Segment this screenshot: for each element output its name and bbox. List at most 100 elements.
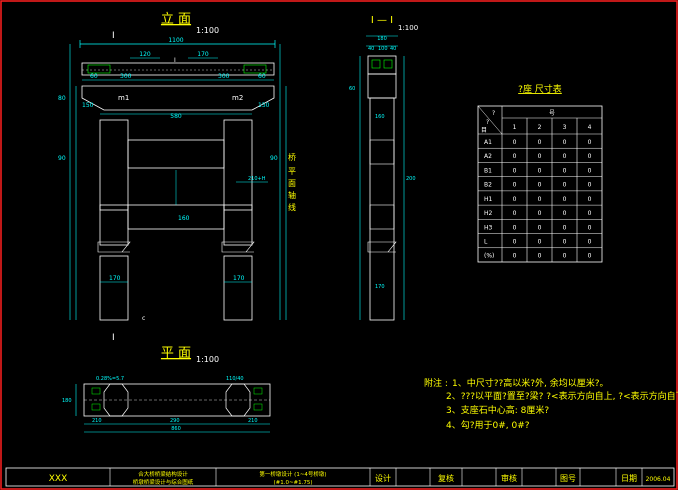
dim-plan-h: 180 — [62, 398, 72, 404]
dim-plan-left: 210 — [92, 418, 102, 424]
table-col-header-2: 2 — [538, 124, 542, 131]
table-cell: 0 — [588, 239, 592, 246]
label-c: c — [142, 315, 145, 322]
table-cell: 0 — [538, 239, 542, 246]
tb-drawing-2: (#1.0~#1.75) — [273, 480, 312, 486]
table-cell: 0 — [538, 253, 542, 260]
table-cell: 0 — [563, 196, 567, 203]
dim-edge-l: 60 — [90, 73, 98, 80]
table-cell: 0 — [588, 196, 592, 203]
dim-sec-h3: 170 — [375, 284, 385, 290]
table-cell: 0 — [588, 153, 592, 160]
tb-date-value: 2006.04 — [646, 476, 671, 483]
dim-sec-h4: 200 — [406, 176, 416, 182]
plan-note-a: 0.28%=5.7 — [96, 376, 124, 382]
dim-height-left: 90 — [58, 155, 66, 162]
tb-project-2: 桥墩桥梁设计与综合图纸 — [133, 478, 194, 486]
note-line-4: 4、勾?用于0#, 0#? — [446, 419, 530, 431]
table-cell: 0 — [513, 167, 517, 174]
table-cell: 0 — [513, 210, 517, 217]
table-row-label: L — [484, 239, 488, 246]
axis-char-e: 线 — [288, 202, 296, 212]
dim-top-right: 300 — [218, 73, 230, 80]
elevation-view: 立 面 1:100 I 1100 120 170 I 60 300 300 60… — [58, 12, 296, 343]
table-cell: 0 — [513, 182, 517, 189]
table-cell: 0 — [513, 253, 517, 260]
section-scale: 1:100 — [398, 24, 418, 32]
table-cell: 0 — [588, 182, 592, 189]
dim-sec-top: 180 — [377, 36, 387, 42]
dim-sec-b: 100 — [378, 46, 388, 52]
plan-title: 平 面 — [161, 346, 191, 361]
table-col-header-3: 3 — [563, 124, 567, 131]
dim-plan-total: 860 — [171, 426, 181, 432]
dim-sec-a: 40 — [368, 46, 374, 52]
table-cell: 0 — [538, 167, 542, 174]
table-cell: 0 — [513, 153, 517, 160]
table-col-header-1: 1 — [513, 124, 517, 131]
dim-edge-r: 60 — [258, 73, 266, 80]
section-mark-bottom: I — [112, 333, 115, 343]
plan-view: 平 面 1:100 0.28%=5.7 110/40 210 290 210 8… — [62, 346, 271, 433]
tb-drawing-1: 第一桥墩设计 (1~4号桥墩) — [259, 470, 326, 478]
table-cell: 0 — [563, 167, 567, 174]
plan-scale: 1:100 — [196, 355, 219, 364]
table-cell: 0 — [563, 239, 567, 246]
table-row-label: A1 — [484, 139, 492, 146]
section-mark-top: I — [112, 31, 115, 41]
tb-company: XXX — [49, 474, 68, 484]
table-row-label: H1 — [484, 196, 493, 203]
table-row-label: B1 — [484, 167, 492, 174]
table-corner-bottom: 目 — [481, 127, 487, 134]
table-cell: 0 — [563, 224, 567, 231]
title-block: XXX 合大桥桥梁结构设计 桥墩桥梁设计与综合图纸 第一桥墩设计 (1~4号桥墩… — [5, 467, 675, 487]
elevation-title: 立 面 — [161, 12, 191, 27]
dim-top-mid-a: 120 — [139, 51, 151, 58]
table-cell: 0 — [563, 253, 567, 260]
table-cell: 0 — [588, 253, 592, 260]
dim-top-mid-b: 170 — [197, 51, 209, 58]
table-cell: 0 — [538, 224, 542, 231]
notes-prefix: 附注 : — [424, 377, 448, 389]
note-line-1: 1、中尺寸??高以米?外, 余均以厘米?。 — [452, 377, 609, 389]
tb-project-1: 合大桥桥梁结构设计 — [138, 470, 188, 478]
table-cell: 0 — [588, 224, 592, 231]
dim-pier-w-l: 170 — [109, 275, 121, 282]
table-cell: 0 — [513, 239, 517, 246]
table-cell: 0 — [538, 182, 542, 189]
dim-pier-mid: 160 — [178, 215, 190, 222]
dim-plan-right: 210 — [248, 418, 258, 424]
table-title: ?座 尺寸表 — [518, 83, 562, 95]
label-m2: m2 — [232, 94, 243, 102]
table-cell: 0 — [513, 139, 517, 146]
tb-design: 设计 — [375, 473, 391, 483]
dim-top-left: 300 — [120, 73, 132, 80]
dim-plan-mid: 290 — [170, 418, 180, 424]
label-leveled: 210+H — [248, 176, 266, 182]
axis-char-c: 面 — [288, 179, 296, 188]
table-cell: 0 — [538, 210, 542, 217]
table-cell: 0 — [563, 182, 567, 189]
table-cell: 0 — [563, 139, 567, 146]
table-corner-top: ? — [492, 110, 495, 117]
table-cell: 0 — [513, 224, 517, 231]
dim-height-right: 90 — [270, 155, 278, 162]
table-group-header: 号 — [549, 110, 555, 117]
table-row-label: H2 — [484, 210, 493, 217]
section-title: I — I — [371, 15, 393, 26]
table-cell: 0 — [588, 139, 592, 146]
dim-sec-h1: 60 — [349, 86, 355, 92]
tb-review: 审核 — [501, 473, 517, 483]
table-row-label: A2 — [484, 153, 492, 160]
notes-block: 附注 : 1、中尺寸??高以米?外, 余均以厘米?。 2、???以平面?置至?梁… — [424, 377, 678, 431]
axis-char-a: 桥 — [288, 152, 296, 162]
axis-char-d: 轴 — [288, 190, 296, 200]
note-line-2: 2、???以平面?置至?梁? ?<表示方向自上, ?<表示方向自下 — [446, 390, 678, 402]
table-corner-mid: ? — [486, 119, 489, 126]
tb-check: 复核 — [438, 473, 454, 483]
section-view: I — I 1:100 180 40 100 40 60 160 170 200 — [349, 15, 418, 321]
dim-cap-h: 80 — [58, 95, 66, 102]
table-cell: 0 — [563, 153, 567, 160]
